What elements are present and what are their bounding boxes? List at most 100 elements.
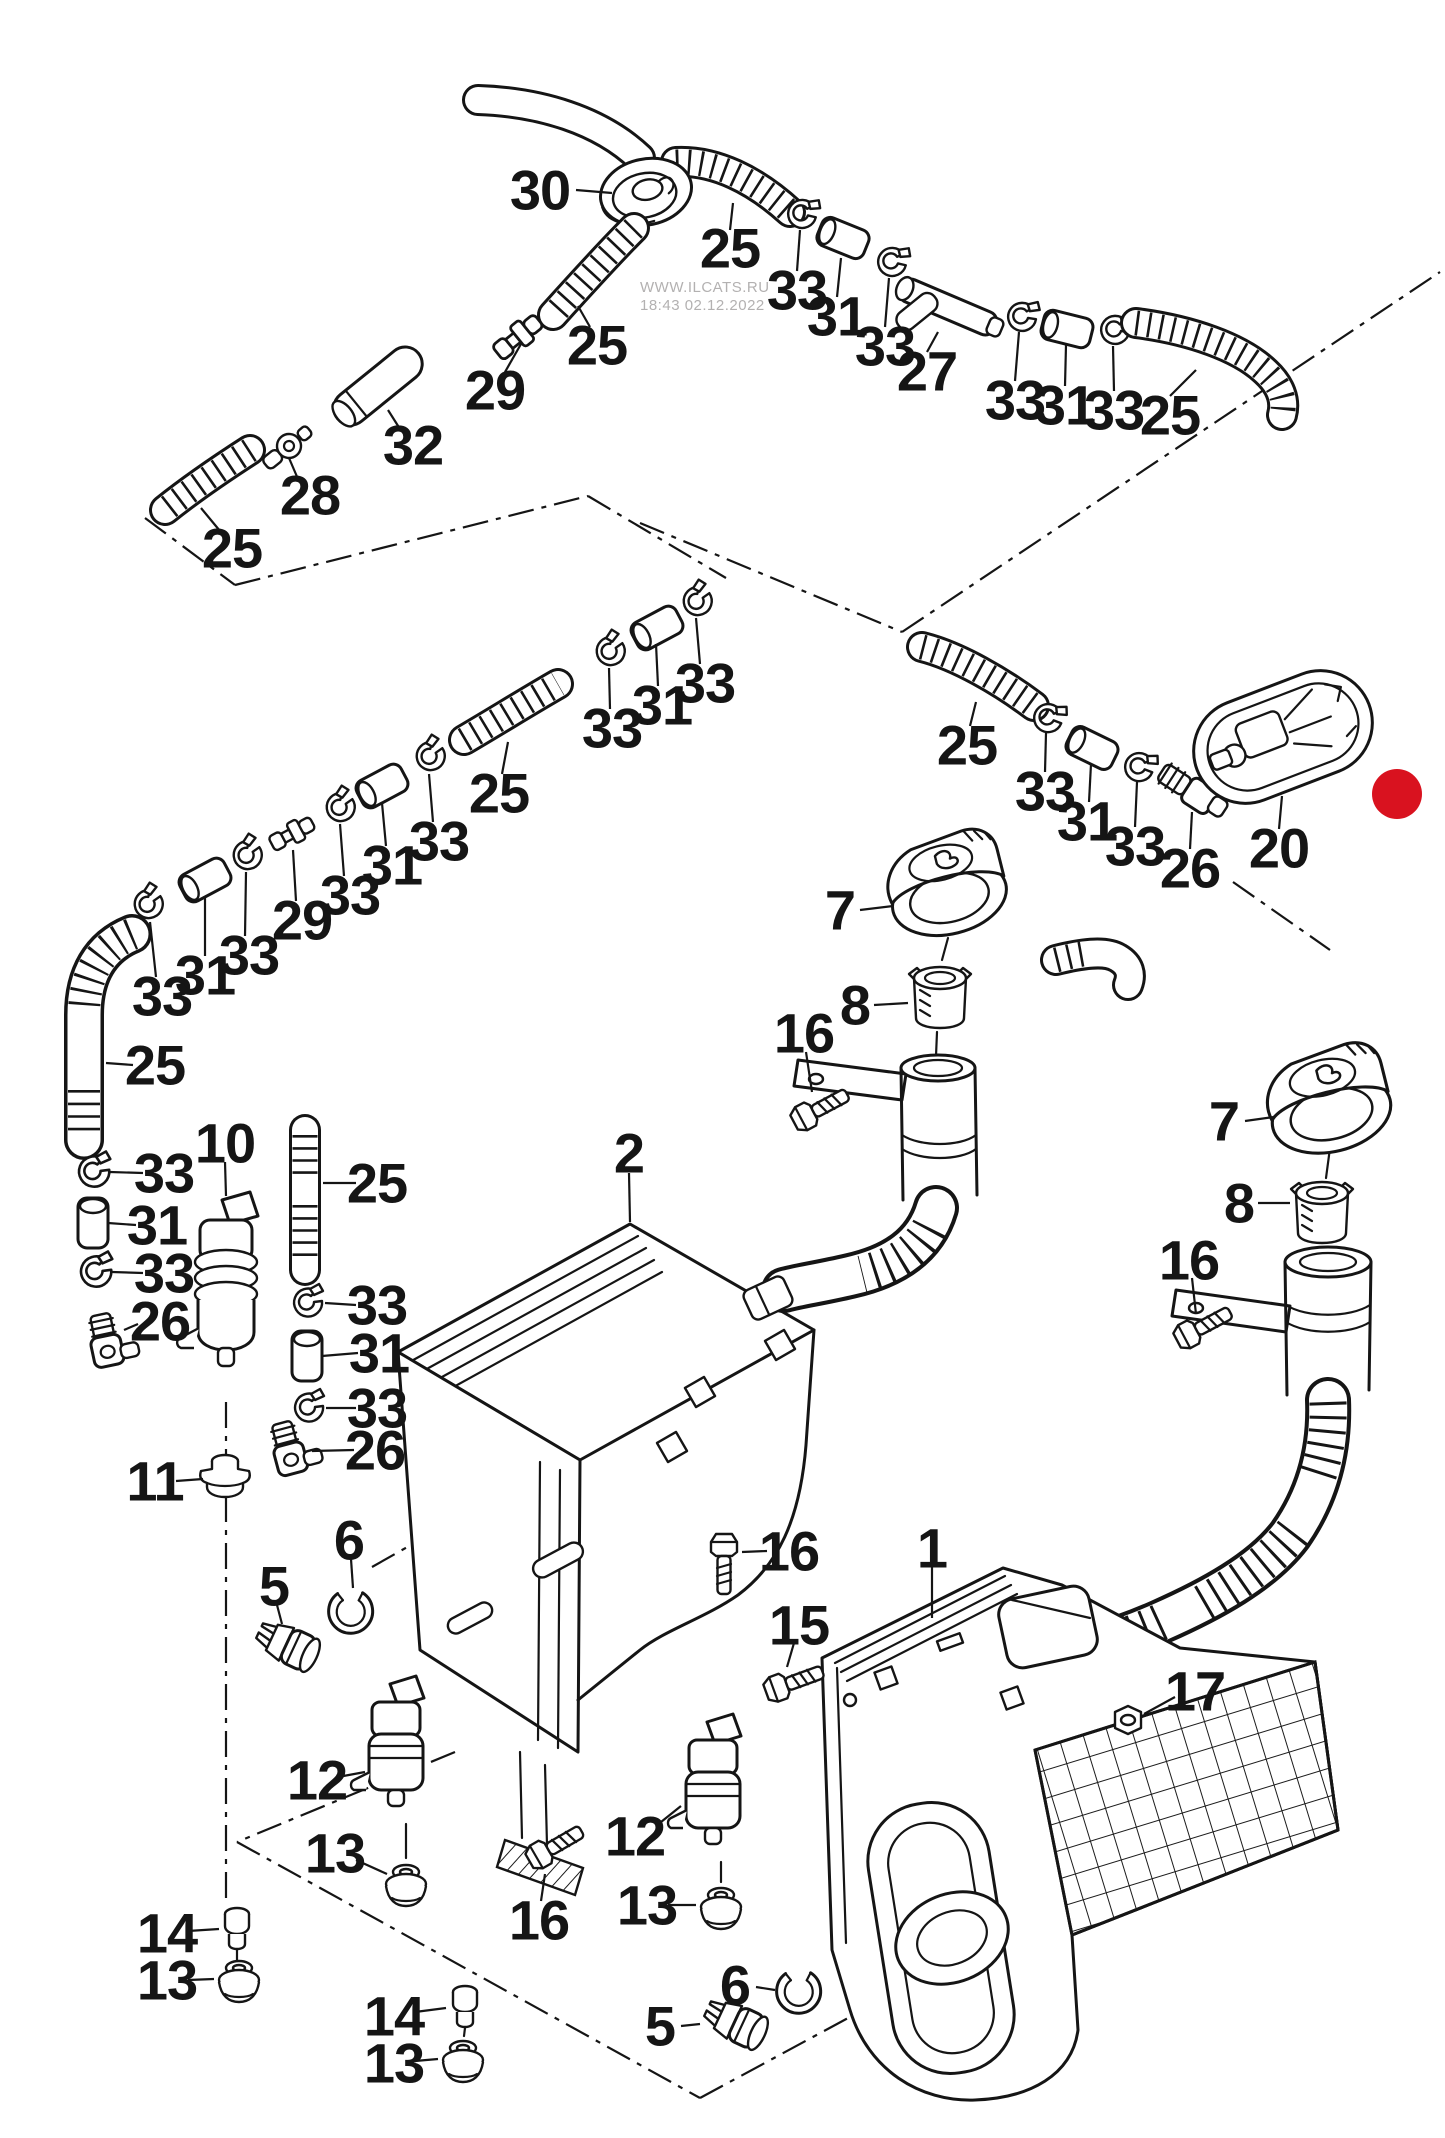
part-callout-17[interactable]: 17: [1165, 1660, 1226, 1723]
part-callout-25[interactable]: 25: [125, 1034, 186, 1097]
clamp-33: [588, 626, 632, 672]
part-callout-33[interactable]: 33: [1084, 379, 1145, 442]
svg-text:18:43 02.12.2022: 18:43 02.12.2022: [640, 297, 765, 314]
callout-leader-33: [324, 1301, 357, 1307]
part-callout-29[interactable]: 29: [272, 889, 333, 952]
part-callout-25[interactable]: 25: [469, 762, 530, 825]
callout-leader-25: [577, 305, 591, 328]
part-callout-7[interactable]: 7: [825, 879, 856, 942]
part-callout-31[interactable]: 31: [1057, 790, 1118, 853]
callout-leader-33: [1043, 732, 1048, 773]
part-callout-25[interactable]: 25: [700, 217, 761, 280]
part-callout-25[interactable]: 25: [347, 1152, 408, 1215]
part-callout-25[interactable]: 25: [937, 714, 998, 777]
part-callout-33[interactable]: 33: [347, 1377, 408, 1440]
part-callout-13[interactable]: 13: [617, 1874, 678, 1937]
part-callout-33[interactable]: 33: [582, 697, 643, 760]
part-callout-14[interactable]: 14: [137, 1902, 199, 1965]
callout-leader-16: [539, 1873, 547, 1902]
callout-leader-31: [1087, 763, 1093, 803]
callout-leader-14: [187, 1927, 220, 1933]
pump-12: [349, 1674, 426, 1808]
clamp-33: [873, 238, 914, 282]
part-callout-31[interactable]: 31: [175, 944, 236, 1007]
part-callout-31[interactable]: 31: [349, 1322, 410, 1385]
part-callout-6[interactable]: 6: [334, 1509, 365, 1572]
coupler-31: [812, 213, 874, 263]
part-callout-12[interactable]: 12: [287, 1749, 348, 1812]
callout-leader-7: [1244, 1115, 1275, 1123]
part-callout-12[interactable]: 12: [605, 1805, 666, 1868]
middle-hose-chain: [64, 576, 719, 1160]
part-callout-26[interactable]: 26: [345, 1419, 406, 1482]
part-callout-11[interactable]: 11: [126, 1450, 184, 1513]
part-callout-33[interactable]: 33: [855, 315, 916, 378]
part-callout-20[interactable]: 20: [1249, 817, 1310, 880]
part-callout-16[interactable]: 16: [509, 1889, 570, 1952]
callout-leader-33: [795, 229, 802, 272]
part-callout-26[interactable]: 26: [130, 1290, 191, 1353]
clamp-33: [293, 1387, 326, 1423]
part-callout-32[interactable]: 32: [383, 414, 444, 477]
part-callout-8[interactable]: 8: [1224, 1172, 1255, 1235]
part-callout-1[interactable]: 1: [917, 1517, 948, 1580]
part-callout-33[interactable]: 33: [409, 810, 470, 873]
part-callout-33[interactable]: 33: [347, 1274, 408, 1337]
part-callout-7[interactable]: 7: [1209, 1090, 1240, 1153]
part-callout-29[interactable]: 29: [465, 359, 526, 422]
callout-leader-17: [1143, 1696, 1176, 1715]
part-callout-28[interactable]: 28: [280, 464, 341, 527]
left-filler-neck: [742, 822, 1016, 1321]
part-callout-10[interactable]: 10: [195, 1112, 256, 1175]
washer-fluid-reservoir-2: [396, 1222, 816, 1897]
part-callout-5[interactable]: 5: [259, 1555, 290, 1618]
callout-leader-26: [123, 1322, 139, 1332]
part-callout-26[interactable]: 26: [1160, 837, 1221, 900]
part-callout-31[interactable]: 31: [1035, 374, 1096, 437]
part-callout-16[interactable]: 16: [1159, 1229, 1220, 1292]
part-callout-16[interactable]: 16: [759, 1520, 820, 1583]
pump-12: [666, 1712, 743, 1846]
part-callout-33[interactable]: 33: [675, 652, 736, 715]
callout-leader-25: [1169, 369, 1197, 397]
callout-leader-33: [338, 823, 346, 877]
part-callout-15[interactable]: 15: [769, 1594, 830, 1657]
part-callout-14[interactable]: 14: [364, 1985, 426, 2048]
nut-17: [1113, 1704, 1143, 1736]
part-callout-13[interactable]: 13: [305, 1822, 366, 1885]
part-callout-2[interactable]: 2: [614, 1122, 645, 1185]
part-callout-13[interactable]: 13: [137, 1949, 198, 2012]
callout-leader-12: [655, 1805, 682, 1827]
part-callout-27[interactable]: 27: [897, 340, 958, 403]
part-callout-5[interactable]: 5: [645, 1995, 676, 2058]
callout-leader-32: [387, 409, 401, 430]
part-callout-8[interactable]: 8: [840, 974, 871, 1037]
callout-leader-33: [243, 871, 248, 937]
callout-leader-31: [380, 802, 388, 847]
callout-leader-26: [1188, 811, 1194, 850]
sensor-5: [250, 1613, 326, 1677]
clamp-33: [79, 1250, 114, 1288]
part-callout-31[interactable]: 31: [807, 285, 868, 348]
callout-leader-5: [275, 1604, 284, 1625]
part-callout-31[interactable]: 31: [632, 674, 693, 737]
part-callout-30[interactable]: 30: [510, 159, 571, 222]
part-callout-25[interactable]: 25: [202, 517, 263, 580]
part-callout-16[interactable]: 16: [774, 1002, 835, 1065]
part-callout-25[interactable]: 25: [1140, 384, 1201, 447]
part-callout-31[interactable]: 31: [127, 1194, 188, 1257]
part-callout-33[interactable]: 33: [320, 864, 381, 927]
part-callout-6[interactable]: 6: [720, 1954, 751, 2017]
part-callout-33[interactable]: 33: [134, 1142, 195, 1205]
part-callout-33[interactable]: 33: [1105, 815, 1166, 878]
part-callout-33[interactable]: 33: [132, 965, 193, 1028]
part-callout-13[interactable]: 13: [364, 2032, 425, 2095]
part-callout-33[interactable]: 33: [1015, 760, 1076, 823]
part-callout-33[interactable]: 33: [767, 259, 828, 322]
callout-leader-25: [968, 701, 978, 727]
part-callout-25[interactable]: 25: [567, 314, 628, 377]
part-callout-33[interactable]: 33: [219, 924, 280, 987]
part-callout-33[interactable]: 33: [134, 1242, 195, 1305]
part-callout-31[interactable]: 31: [362, 834, 423, 897]
part-callout-33[interactable]: 33: [985, 369, 1046, 432]
